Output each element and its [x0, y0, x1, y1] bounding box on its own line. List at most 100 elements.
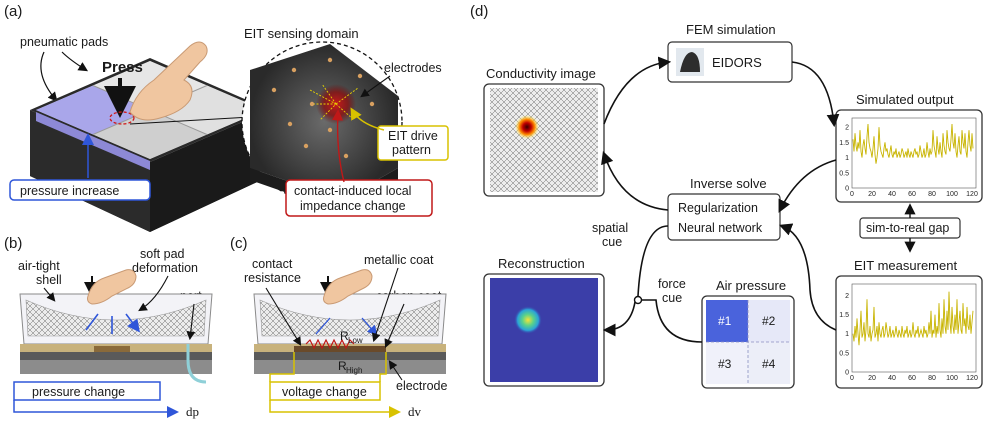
pressure-cell-2 — [748, 300, 790, 342]
fusion-node — [633, 295, 643, 305]
drive-pattern-arrow — [350, 107, 385, 131]
electrode — [327, 57, 333, 63]
pressure-cell-4 — [748, 342, 790, 384]
y-tick-label: 1.5 — [839, 140, 849, 147]
electrode — [271, 87, 277, 93]
flow-fem-to-simulated — [791, 61, 840, 128]
finger-c — [323, 269, 373, 305]
eit-measurement-title: EIT measurement — [854, 258, 957, 273]
x-tick-label: 80 — [928, 375, 936, 382]
shell-label-1: air-tight — [18, 259, 60, 273]
r-low-sub: Low — [348, 336, 363, 345]
pressure-cell-3 — [706, 342, 748, 384]
y-tick-label: 2 — [845, 293, 849, 300]
air-pressure-title: Air pressure — [716, 278, 786, 293]
reconstruction-title: Reconstruction — [498, 256, 585, 271]
finger-a — [129, 41, 208, 121]
y-tick-label: 1.5 — [839, 312, 849, 319]
electrode-label: electrode — [396, 379, 447, 393]
x-tick-label: 80 — [928, 191, 936, 198]
dv-arrow — [269, 400, 401, 418]
carbon-coat-arrow — [384, 303, 405, 349]
soft-pad-label-1: soft pad — [140, 247, 185, 261]
contact-resistance-label-1: contact — [252, 257, 293, 271]
simulated-box — [835, 109, 983, 203]
reconstruction-blob — [514, 306, 542, 334]
drive-pattern-label-2: pattern — [392, 143, 431, 157]
x-tick-label: 120 — [966, 375, 978, 382]
press-label: Press — [102, 59, 143, 76]
spatial-cue-label-1: spatial — [592, 221, 628, 235]
cell-1-label: #1 — [718, 314, 732, 328]
y-tick-label: 0 — [845, 186, 849, 193]
drive-pattern-label-1: EIT drive — [388, 129, 438, 143]
pads-arrow-2 — [40, 51, 58, 102]
deformation-arrows — [85, 313, 138, 334]
electrode — [327, 127, 333, 133]
simulated-title: Simulated output — [856, 92, 954, 107]
port-arrow — [186, 303, 196, 341]
voltage-leads — [269, 352, 387, 382]
force-cue-label-1: force — [658, 277, 686, 291]
r-low-label: R — [340, 329, 349, 343]
x-tick-label: 0 — [850, 375, 854, 382]
fem-mesh — [490, 88, 598, 192]
voltage-change-label: voltage change — [282, 385, 367, 399]
contact-resistance-label-2: resistance — [244, 271, 301, 285]
pneumatic-cross-section — [19, 293, 213, 384]
electrode-arrow — [388, 360, 403, 381]
flow-force-cue — [642, 299, 703, 343]
cell-3-label: #3 — [718, 357, 732, 371]
r-high-label: R — [338, 359, 347, 373]
force-cue-label-2: cue — [662, 291, 682, 305]
x-tick-label: 120 — [966, 191, 978, 198]
fem-title: FEM simulation — [686, 22, 776, 37]
electrode — [343, 153, 349, 159]
spatial-cue-label-2: cue — [602, 235, 622, 249]
x-tick-label: 100 — [946, 375, 958, 382]
flow-inverse-to-conductivity — [601, 150, 669, 211]
y-tick-label: 2 — [845, 125, 849, 132]
flow-conductivity-to-fem — [603, 56, 672, 125]
electrodes-arrow — [360, 75, 391, 98]
pads-arrow-1 — [61, 51, 89, 72]
electrode — [303, 143, 309, 149]
x-tick-label: 60 — [908, 375, 916, 382]
x-tick-label: 60 — [908, 191, 916, 198]
resistor-low — [305, 338, 355, 350]
pneumatic-pads-label: pneumatic pads — [20, 35, 108, 49]
regularization-label: Regularization — [678, 201, 758, 215]
plot-frame — [851, 117, 977, 189]
walrus-icon — [680, 52, 700, 72]
metallic-coat-label: metallic coat — [364, 253, 434, 267]
panel-c-label: (c) — [230, 235, 248, 252]
impedance-change-label-1: contact-induced local — [294, 184, 411, 198]
x-tick-label: 40 — [888, 191, 896, 198]
simulated-chart: 0 20 40 60 80 100 120 0 0.5 1 1.5 2 — [839, 117, 978, 198]
x-tick-label: 0 — [850, 191, 854, 198]
r-high-sub: High — [346, 366, 362, 375]
electrode — [309, 101, 315, 107]
x-tick-label: 100 — [946, 191, 958, 198]
x-tick-label: 40 — [888, 375, 896, 382]
flow-spatial-cue — [637, 225, 669, 297]
flow-to-reconstruction — [602, 301, 636, 337]
x-tick-label: 20 — [868, 191, 876, 198]
y-tick-label: 1 — [845, 155, 849, 162]
drive-pattern-box — [377, 125, 449, 161]
shell-label-2: shell — [36, 273, 62, 287]
neural-network-label: Neural network — [678, 221, 763, 235]
soft-pad-label-2: deformation — [132, 261, 198, 275]
electrode — [287, 121, 293, 127]
electrode — [291, 67, 297, 73]
contact-resistance-arrow — [265, 287, 302, 346]
soft-pad-arrow — [138, 275, 169, 312]
y-tick-label: 1 — [845, 331, 849, 338]
electrode — [357, 73, 363, 79]
cell-2-label: #2 — [762, 314, 776, 328]
y-tick-label: 0.5 — [839, 170, 849, 177]
x-tick-label: 20 — [868, 375, 876, 382]
voltage-change-box — [269, 381, 381, 401]
series-line — [852, 291, 974, 346]
